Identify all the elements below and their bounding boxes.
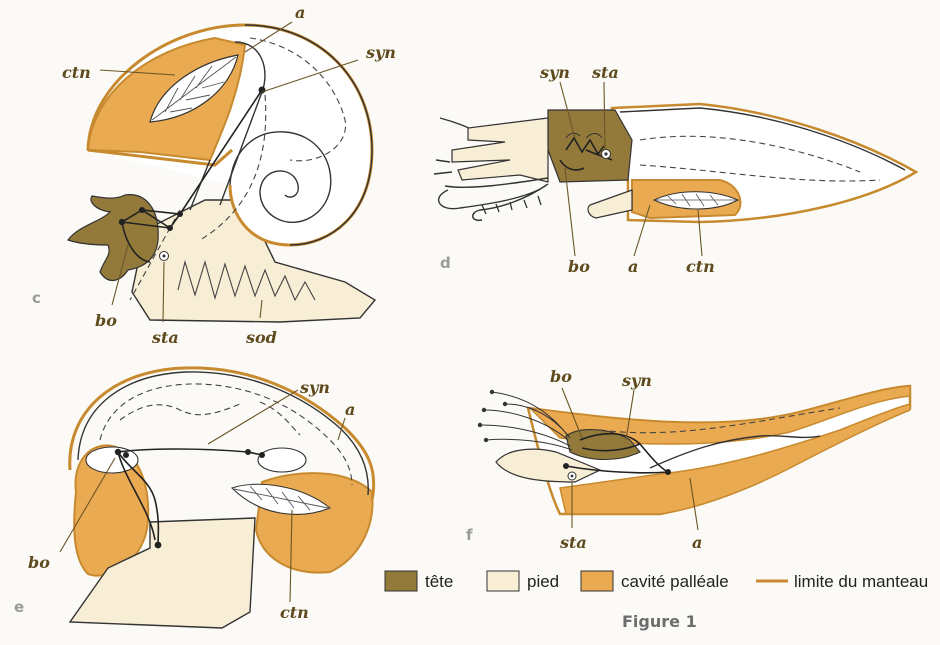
panel-e-label-bo: bo	[28, 553, 50, 572]
legend-label-manteau: limite du manteau	[794, 572, 928, 591]
panel-d-letter: d	[440, 254, 451, 272]
panel-c-label-syn: syn	[365, 43, 396, 62]
panel-f-label-a: a	[692, 533, 702, 552]
legend-label-pied: pied	[527, 572, 559, 591]
panel-d-label-bo: bo	[568, 257, 590, 276]
panel-d: syn sta bo a ctn d	[433, 63, 919, 276]
legend-swatch-pied	[486, 570, 520, 592]
panel-f-letter: f	[466, 526, 473, 544]
panel-e-shell	[68, 366, 376, 501]
legend-swatch-cavite	[580, 570, 614, 592]
panel-f-label-syn: syn	[621, 371, 652, 390]
legend-item-cavite: cavité palléale	[580, 570, 729, 592]
panel-f-label-sta: sta	[559, 533, 587, 552]
legend-item-pied: pied	[486, 570, 559, 592]
panel-e-label-ctn: ctn	[280, 603, 309, 622]
legend-label-cavite: cavité palléale	[621, 572, 729, 591]
legend-item-manteau: limite du manteau	[756, 572, 928, 591]
panel-d-arms	[451, 117, 549, 183]
panel-d-label-syn: syn	[539, 63, 570, 82]
panel-c-label-a: a	[295, 3, 305, 22]
panel-e-label-a: a	[345, 400, 355, 419]
panel-c-letter: c	[32, 289, 41, 307]
panel-c-label-ctn: ctn	[62, 63, 91, 82]
panel-e-label-syn: syn	[299, 378, 330, 397]
panel-d-label-ctn: ctn	[686, 257, 715, 276]
panel-c-label-bo: bo	[95, 311, 117, 330]
panel-e: syn a bo ctn e	[14, 366, 376, 629]
figure-caption: Figure 1	[622, 612, 697, 631]
legend-label-tete: tête	[425, 572, 453, 591]
panel-d-label-a: a	[628, 257, 638, 276]
panel-c-label-sta: sta	[151, 328, 179, 347]
panel-f-head	[565, 429, 641, 460]
panel-e-letter: e	[14, 598, 24, 616]
panel-e-mantle-cavity-left	[73, 444, 150, 577]
panel-f-mantle-cavity-lower	[559, 403, 911, 515]
panel-c: a ctn syn bo sta sod c	[32, 3, 396, 347]
panel-c-head	[67, 194, 159, 281]
panel-e-ctenidium	[230, 483, 332, 515]
panel-f: bo syn sta a f	[466, 367, 912, 552]
legend-item-tete: tête	[384, 570, 453, 592]
panel-d-head	[547, 109, 633, 183]
panel-c-label-sod: sod	[245, 328, 277, 347]
legend-swatch-tete	[384, 570, 418, 592]
legend: tête pied cavité palléale limite du mant…	[384, 570, 928, 592]
panel-f-label-bo: bo	[550, 367, 572, 386]
panel-f-mantle-cavity	[527, 385, 911, 445]
panel-d-label-sta: sta	[591, 63, 619, 82]
panel-e-foot	[68, 517, 256, 629]
